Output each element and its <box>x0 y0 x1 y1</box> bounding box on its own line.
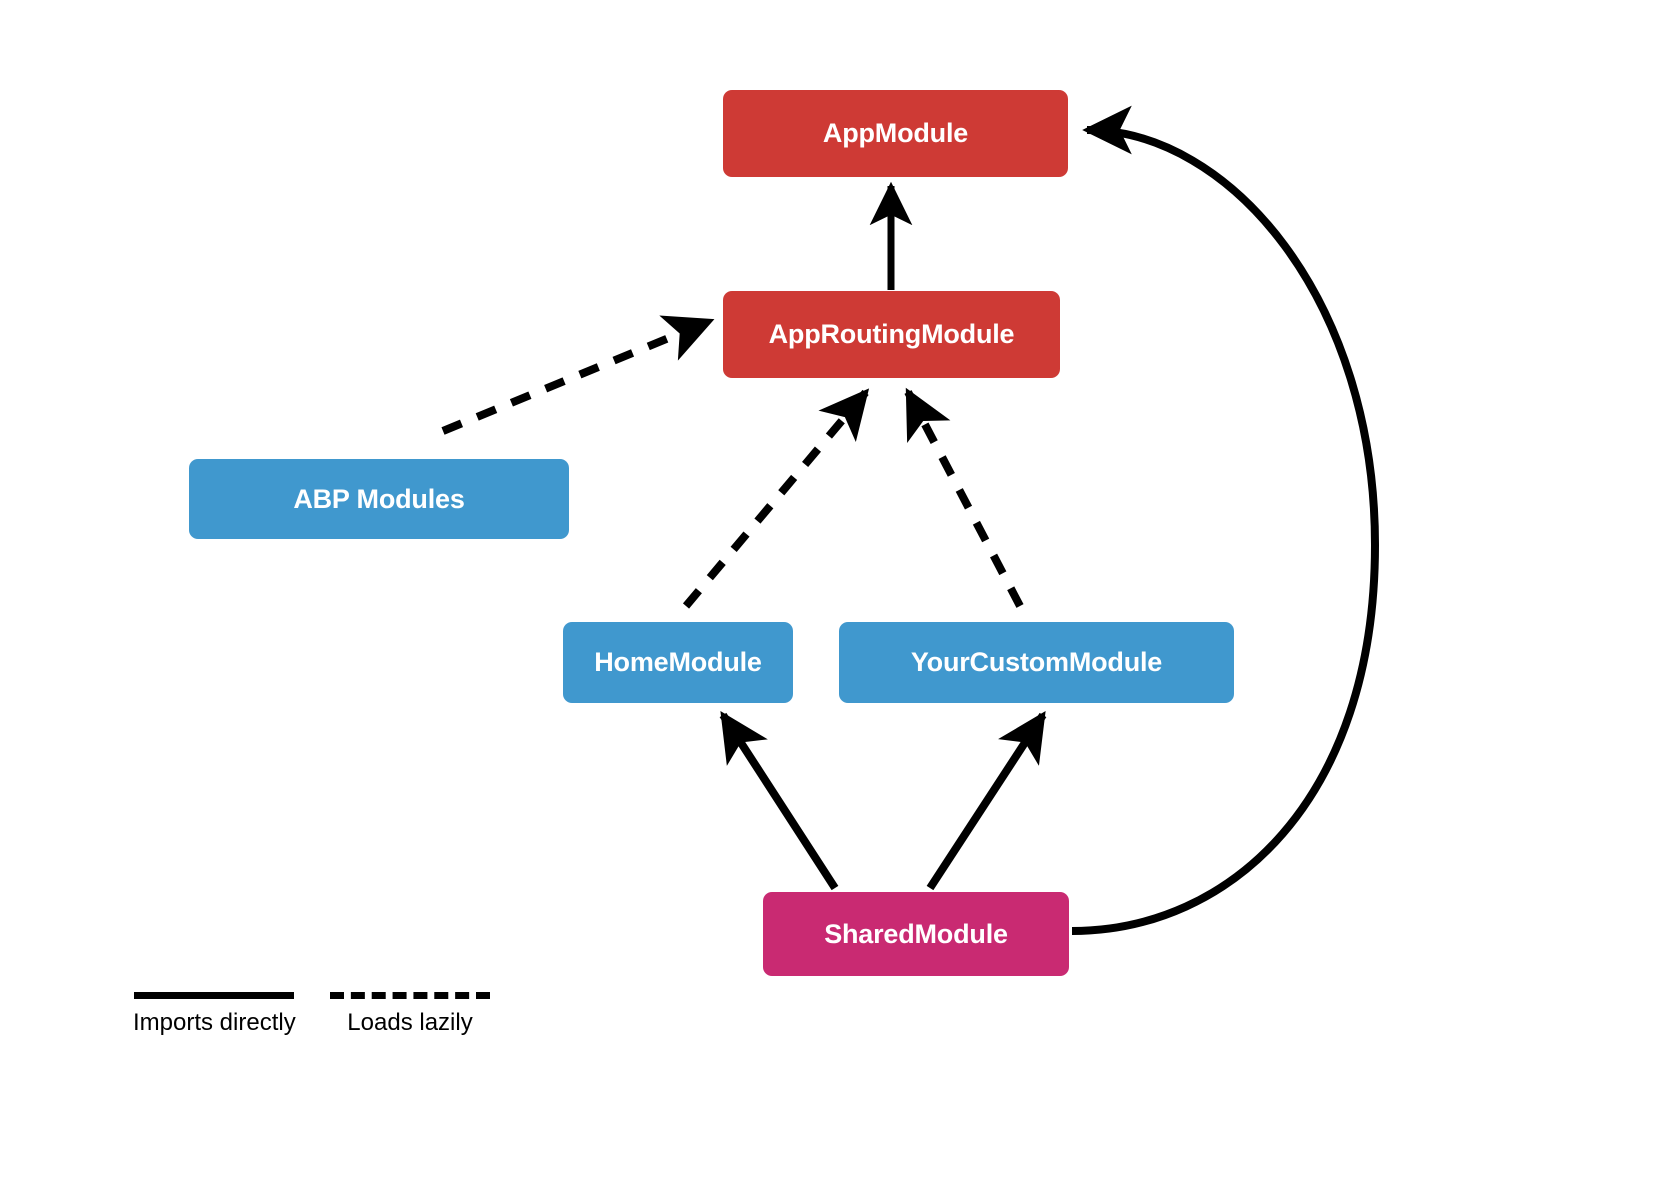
node-your-custom-module[interactable]: YourCustomModule <box>839 622 1234 703</box>
node-shared-module[interactable]: SharedModule <box>763 892 1069 976</box>
node-home-module-label: HomeModule <box>594 647 762 677</box>
node-shared-module-label: SharedModule <box>824 918 1008 949</box>
edge-abp-to-approuting <box>441 315 715 435</box>
node-home-module[interactable]: HomeModule <box>563 622 793 703</box>
legend-imports-directly-label: Imports directly <box>133 1009 296 1036</box>
legend-item-loads-lazily: Loads lazily <box>330 992 490 1035</box>
legend-item-imports-directly: Imports directly <box>133 992 296 1035</box>
edge-shared-to-custom <box>926 710 1047 891</box>
node-abp-modules-label: ABP Modules <box>293 483 465 514</box>
edge-home-to-approuting <box>682 388 870 609</box>
node-app-routing-module-label: AppRoutingModule <box>768 319 1015 349</box>
node-app-routing-module[interactable]: AppRoutingModule <box>723 291 1060 378</box>
node-app-module[interactable]: AppModule <box>723 90 1068 177</box>
legend-loads-lazily-label: Loads lazily <box>347 1009 473 1036</box>
edge-shared-to-home <box>719 710 839 891</box>
node-app-module-label: AppModule <box>822 118 969 148</box>
legend-dashed-line-icon <box>330 992 490 999</box>
edge-shared-to-app <box>1071 105 1380 935</box>
edge-custom-to-approuting <box>904 387 1024 608</box>
legend-solid-line-icon <box>134 992 295 999</box>
node-your-custom-module-label: YourCustomModule <box>910 647 1163 677</box>
node-abp-modules[interactable]: ABP Modules <box>189 459 569 539</box>
